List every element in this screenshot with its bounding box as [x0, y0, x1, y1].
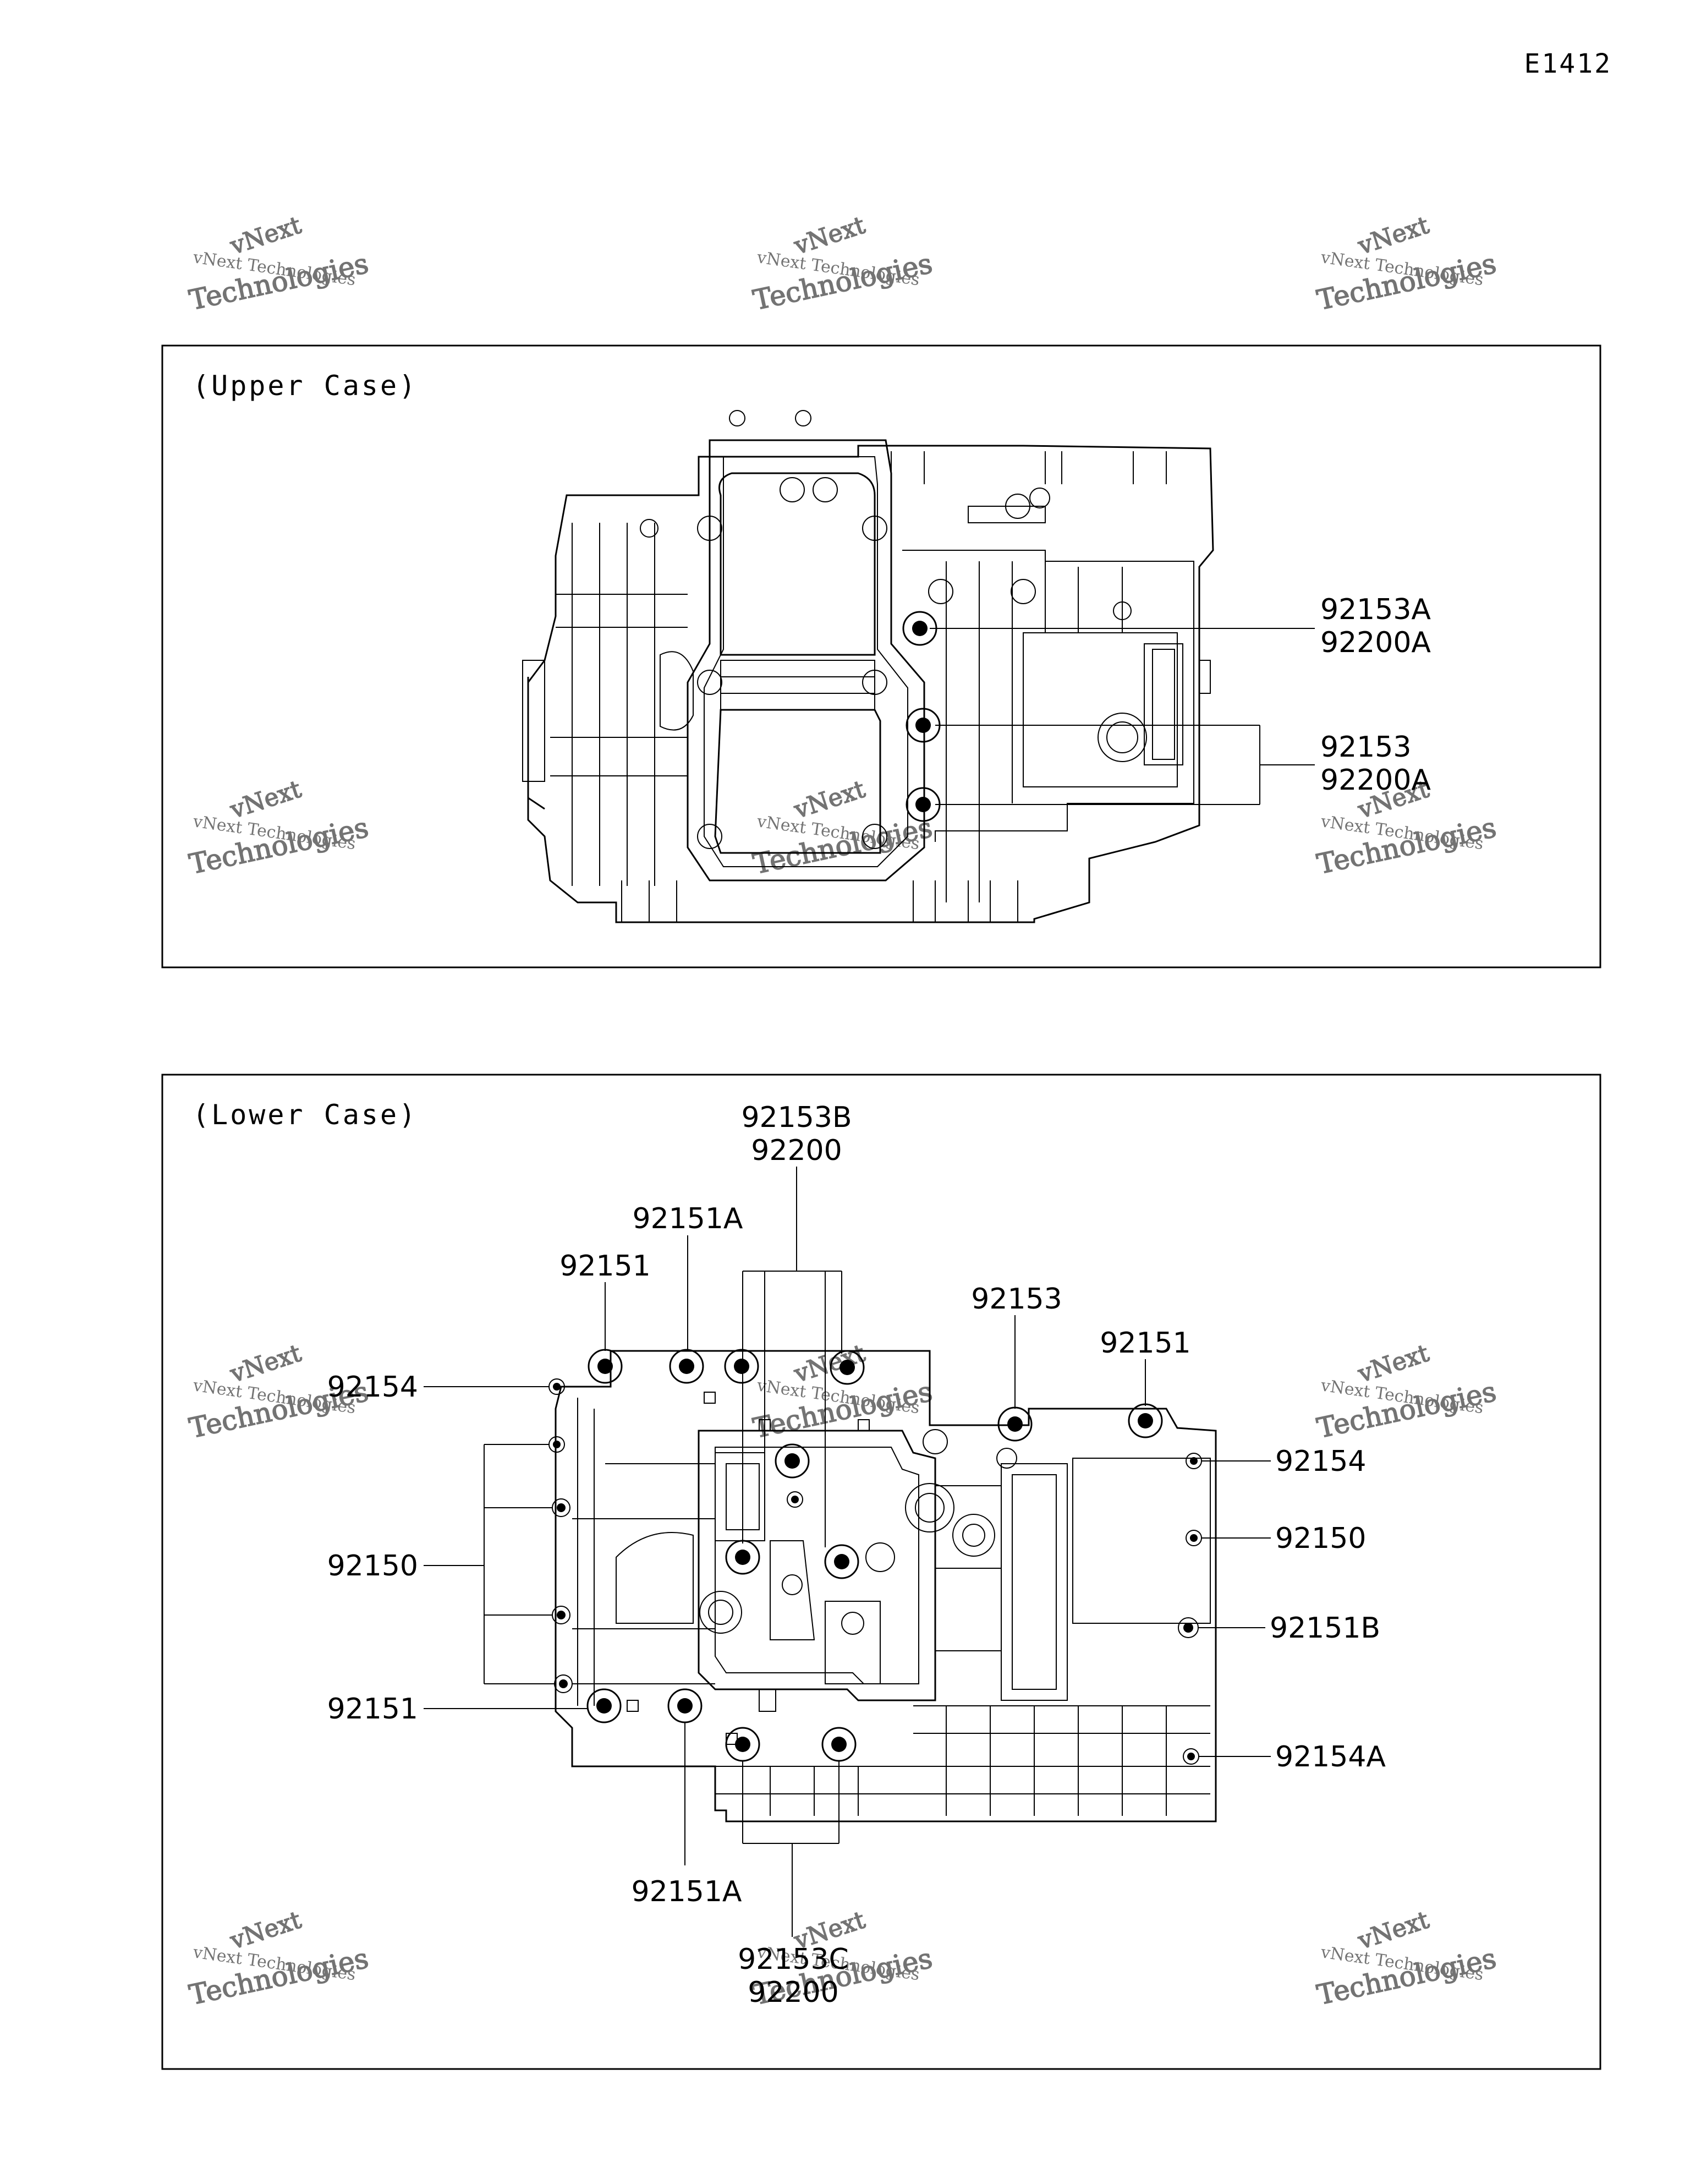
lower-callout-92154-left: 92154 — [327, 1371, 418, 1404]
lower-callout-92153c: 92153C 92200 — [738, 1943, 849, 2009]
lower-callout-92153b: 92153B 92200 — [741, 1101, 852, 1167]
watermark-line1: vNext — [1354, 1906, 1433, 1955]
part-number: 92200 — [751, 1134, 842, 1167]
lower-callout-92151-right: 92151 — [1100, 1327, 1190, 1360]
lower-callout-92151-top: 92151 — [559, 1250, 650, 1283]
watermark-line1: vNext — [1354, 1339, 1433, 1388]
lower-callout-92150-right: 92150 — [1275, 1522, 1366, 1555]
lower-callout-92151-left: 92151 — [327, 1693, 418, 1726]
lower-callout-92154-right: 92154 — [1275, 1445, 1366, 1478]
upper-callout-92153a: 92153A 92200A — [1320, 593, 1431, 659]
part-number: 92200A — [1320, 764, 1431, 797]
lower-callout-92151a-top: 92151A — [633, 1202, 743, 1235]
upper-callout-92153: 92153 92200A — [1320, 731, 1431, 797]
watermark: vNext vNext Technologies Technologies — [1314, 1339, 1499, 1445]
watermark: vNext vNext Technologies Technologies — [186, 211, 371, 317]
lower-case-panel: (Lower Case) — [161, 1074, 1601, 2070]
lower-case-title: (Lower Case) — [193, 1099, 418, 1131]
watermark: vNext vNext Technologies Technologies — [186, 775, 371, 881]
page-code: E1412 — [1524, 48, 1612, 79]
lower-callout-92150-left: 92150 — [327, 1550, 418, 1583]
upper-leader-lines — [930, 628, 1315, 805]
part-number: 92153B — [741, 1101, 852, 1134]
watermark: vNext vNext Technologies Technologies — [186, 1906, 371, 2012]
watermark: vNext vNext Technologies Technologies — [186, 1339, 371, 1445]
watermark: vNext vNext Technologies Technologies — [750, 211, 935, 317]
upper-case-panel: (Upper Case) — [161, 344, 1601, 968]
watermark-line1: vNext — [791, 211, 869, 260]
upper-case-frame — [161, 344, 1601, 968]
watermark-line1: vNext — [791, 775, 869, 824]
watermark: vNext vNext Technologies Technologies — [750, 1906, 935, 2012]
lower-callout-92151b: 92151B — [1270, 1612, 1380, 1645]
part-number: 92153C — [738, 1943, 849, 1976]
lower-crankcase-drawing — [548, 1349, 1217, 1822]
watermark: vNext vNext Technologies Technologies — [750, 1339, 935, 1445]
part-number: 92153 — [1320, 731, 1411, 764]
watermark: vNext vNext Technologies Technologies — [1314, 211, 1499, 317]
watermark-line1: vNext — [227, 1906, 305, 1955]
lower-leader-lines — [424, 1167, 1271, 1937]
watermark-line1: vNext — [1354, 211, 1433, 260]
part-number: 92153A — [1320, 593, 1431, 626]
lower-callout-92153: 92153 — [971, 1283, 1062, 1316]
watermark: vNext vNext Technologies Technologies — [1314, 1906, 1499, 2012]
upper-case-title: (Upper Case) — [193, 370, 418, 402]
part-number: 92200A — [1320, 626, 1431, 659]
watermark-line1: vNext — [227, 775, 305, 824]
lower-case-frame — [161, 1074, 1601, 2070]
part-number: 92200 — [748, 1976, 838, 2009]
watermark-line1: vNext — [227, 1339, 305, 1388]
lower-callout-92151a-bottom: 92151A — [632, 1875, 742, 1908]
lower-callout-92154a: 92154A — [1275, 1740, 1386, 1774]
watermark-line1: vNext — [227, 211, 305, 260]
